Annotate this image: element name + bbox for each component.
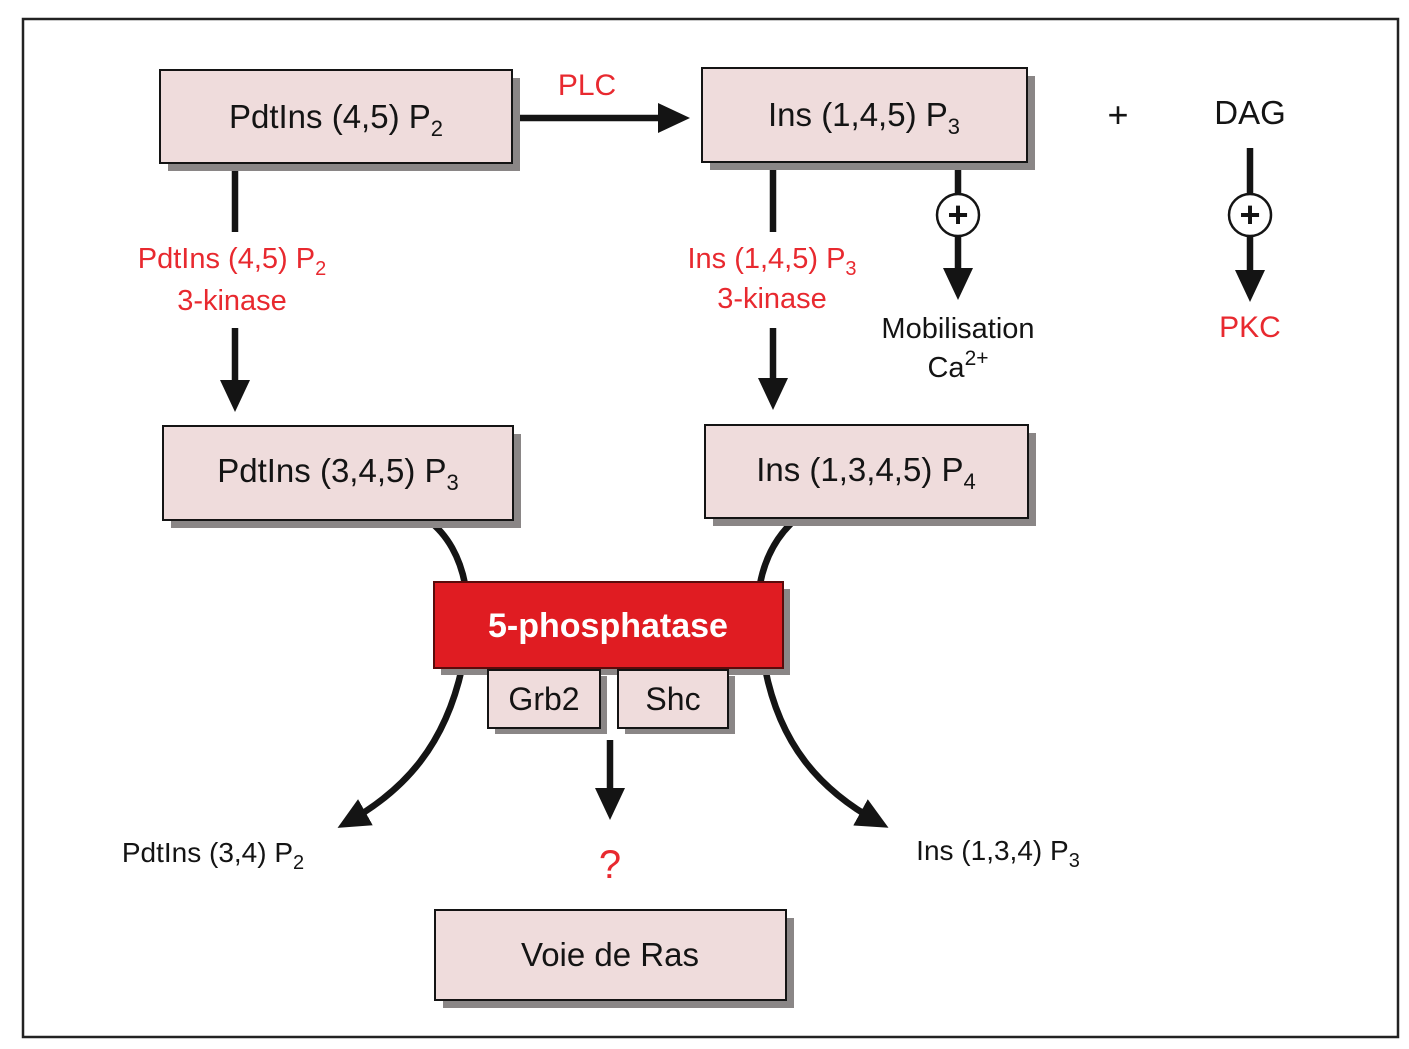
pkc-activation-symbol: + — [1227, 192, 1273, 238]
node-label-subscript: 3 — [447, 470, 459, 495]
calcium-label-superscript: 2+ — [965, 347, 989, 370]
ptdins-3-4-p2-subscript: 2 — [293, 852, 304, 874]
ins-1-3-4-p3-subscript: 3 — [1069, 850, 1080, 872]
node-box — [162, 425, 514, 521]
pip2-kinase-label-subscript: 2 — [315, 258, 326, 280]
node-label-main: Ins (1,3,4,5) P — [756, 451, 963, 488]
node-label: Voie de Ras — [521, 936, 699, 973]
ip3-kinase-label-subscript: 3 — [845, 258, 856, 280]
node-voie-de-ras: Voie de Ras — [434, 909, 794, 1008]
node-shc: Shc — [617, 669, 735, 734]
ptdins-3-4-p2-main: PdtIns (3,4) P — [122, 837, 293, 868]
phosphatase-to-ins134p3-arrow — [761, 667, 889, 828]
ptdins-3-4-p2-label: PdtIns (3,4) P2 — [122, 837, 304, 874]
node-box — [159, 69, 513, 164]
node-label-main: Ins (1,4,5) P — [768, 96, 948, 133]
pip2-kinase-label-line1: PdtIns (4,5) P2 — [138, 243, 326, 280]
node-label: Shc — [645, 681, 700, 717]
node-label: 5-phosphatase — [488, 607, 728, 645]
node-ptdins-4-5-p2: PdtIns (4,5) P2 — [159, 69, 520, 171]
ins-1-3-4-p3-main: Ins (1,3,4) P — [916, 835, 1069, 866]
node-box — [704, 424, 1029, 519]
calcium-label-main: Ca — [927, 352, 965, 384]
node-ins-1-4-5-p3: Ins (1,4,5) P3 — [701, 67, 1035, 170]
node-box — [433, 581, 784, 669]
node-label-subscript: 4 — [964, 469, 976, 494]
node-box — [617, 669, 729, 729]
pkc-label: PKC — [1219, 311, 1281, 344]
pip2-kinase-label-main: PdtIns (4,5) P — [138, 243, 315, 275]
node-label: PdtIns (4,5) P2 — [229, 98, 443, 141]
ip3-kinase-label-line1: Ins (1,4,5) P3 — [687, 243, 856, 280]
ip3-kinase-label-line2: 3-kinase — [717, 283, 827, 315]
node-ptdins-3-4-5-p3: PdtIns (3,4,5) P3 — [162, 425, 521, 528]
node-box — [487, 669, 601, 729]
phosphatase-to-ptdins34p2-arrow — [337, 667, 466, 828]
plus-circle-icon — [935, 192, 981, 238]
node-ins-1-3-4-5-p4: Ins (1,3,4,5) P4 — [704, 424, 1036, 526]
dag-label: DAG — [1214, 94, 1286, 131]
node-label-subscript: 3 — [948, 114, 960, 139]
calcium-label: Ca2+ — [927, 347, 988, 384]
node-box — [434, 909, 787, 1001]
question-mark: ? — [599, 843, 621, 887]
node-label-main: PdtIns (4,5) P — [229, 98, 431, 135]
pip2-kinase-label-line2: 3-kinase — [177, 285, 287, 317]
node-label: Ins (1,4,5) P3 — [768, 96, 960, 139]
ins-1-3-4-p3-label: Ins (1,3,4) P3 — [916, 835, 1080, 872]
node-box — [701, 67, 1028, 163]
node-label: PdtIns (3,4,5) P3 — [217, 452, 459, 495]
ip3-kinase-label-main: Ins (1,4,5) P — [687, 243, 845, 275]
mobilisation-label: Mobilisation — [881, 313, 1034, 345]
node-label: Ins (1,3,4,5) P4 — [756, 451, 976, 494]
node-grb2: Grb2 — [487, 669, 607, 734]
node-label: Grb2 — [508, 681, 579, 717]
plus-label: + — [1107, 94, 1128, 135]
node-5-phosphatase: 5-phosphatase — [433, 581, 790, 675]
plus-sign: + — [947, 194, 968, 235]
node-label-subscript: 2 — [431, 116, 443, 141]
plus-circle-icon — [1227, 192, 1273, 238]
calcium-activation-symbol: + — [935, 192, 981, 238]
node-label-main: PdtIns (3,4,5) P — [217, 452, 446, 489]
plus-sign: + — [1239, 194, 1260, 235]
plc-label: PLC — [558, 69, 616, 102]
